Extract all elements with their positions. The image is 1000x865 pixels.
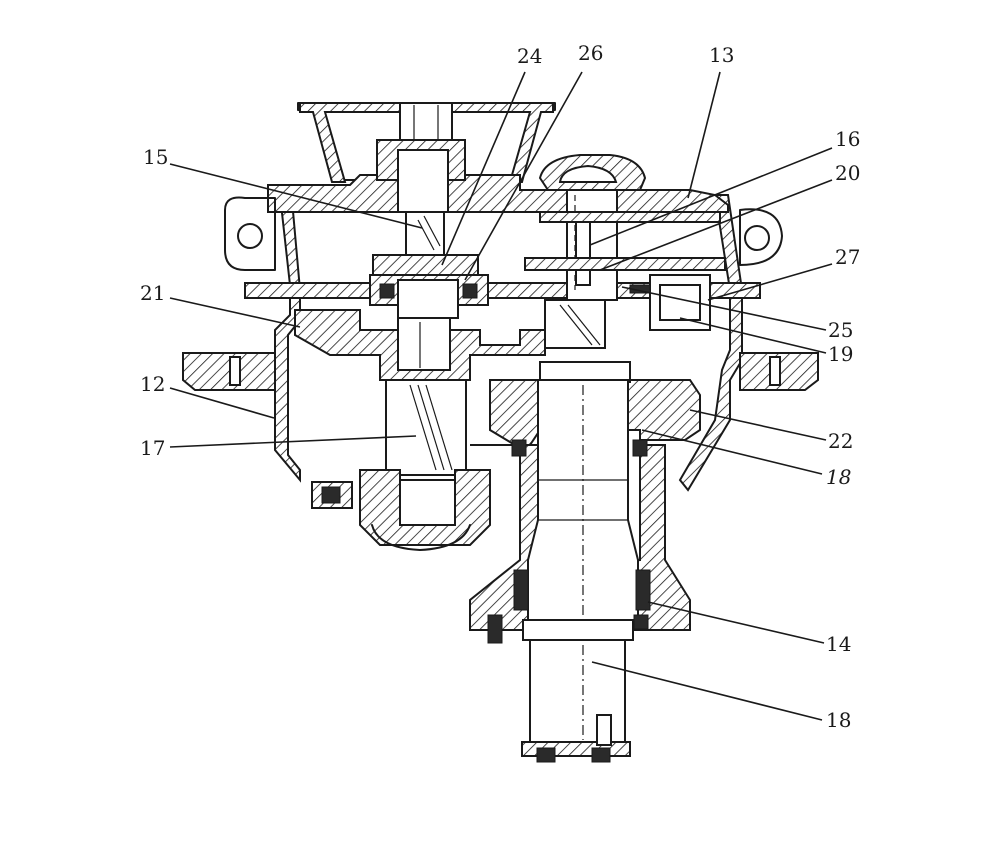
leader-20: [599, 179, 833, 271]
upper-right-gear-dome: [524, 154, 726, 331]
leader-18b: [591, 661, 823, 721]
leader-lines: [169, 71, 833, 721]
label-21: 21: [140, 281, 165, 305]
label-13: 13: [709, 43, 734, 67]
output-shaft: [521, 619, 634, 763]
leader-18a: [641, 429, 823, 475]
leader-13: [687, 71, 721, 199]
bevel-gear-carrier: [294, 299, 606, 381]
label-25: 25: [828, 318, 853, 342]
leader-14: [647, 601, 825, 644]
leader-24: [441, 71, 526, 266]
label-20: 20: [835, 161, 860, 185]
intermediate-shaft: [311, 379, 491, 551]
label-17: 17: [140, 436, 165, 460]
label-19: 19: [828, 342, 853, 366]
leader-27: [707, 263, 833, 301]
label-26: 26: [578, 41, 603, 65]
label-22: 22: [828, 429, 853, 453]
leader-15: [169, 163, 423, 229]
output-bevel-gear-housing: [469, 361, 701, 644]
input-shaft-assembly: [369, 139, 489, 319]
label-27: 27: [835, 245, 860, 269]
leader-22: [689, 409, 827, 441]
label-12: 12: [140, 372, 165, 396]
leader-12: [169, 387, 275, 419]
label-16: 16: [835, 127, 860, 151]
leader-17: [169, 435, 417, 448]
label-24: 24: [517, 44, 542, 68]
label-18-upper: 18: [826, 465, 851, 489]
leader-19: [679, 317, 827, 354]
label-15: 15: [143, 145, 168, 169]
leader-21: [169, 297, 301, 328]
leader-16: [589, 147, 833, 246]
leader-26: [464, 71, 583, 281]
label-14: 14: [826, 632, 851, 656]
label-18-lower: 18: [826, 708, 851, 732]
callout-labels: 24 26 13 16 20 15 27 21 25 19 12 22 17 1…: [140, 41, 860, 732]
leader-25: [621, 286, 827, 331]
